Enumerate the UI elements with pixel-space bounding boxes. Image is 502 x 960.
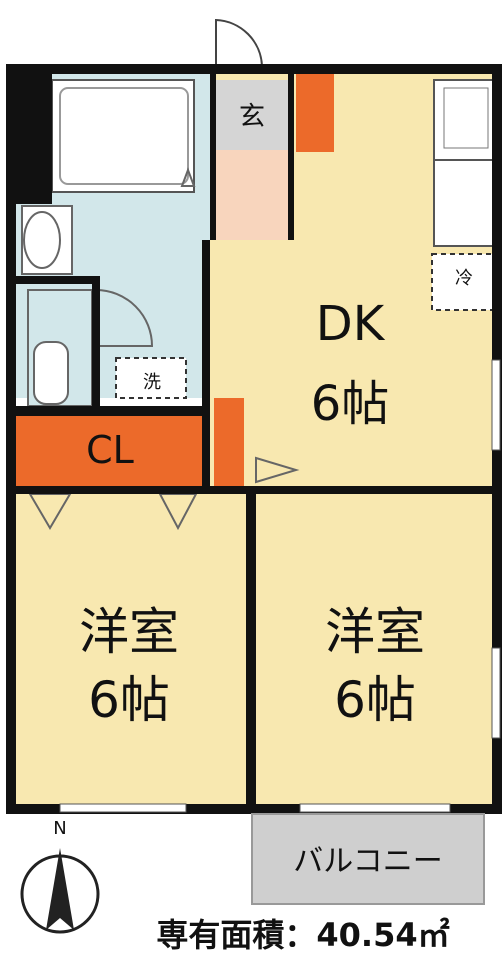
balcony bbox=[251, 813, 485, 905]
entrance-label: 玄 bbox=[238, 102, 265, 132]
entrance-door-swing bbox=[215, 18, 263, 68]
washer-label: 洗 bbox=[143, 372, 161, 393]
closet bbox=[14, 416, 210, 488]
north-label: N bbox=[53, 818, 67, 839]
closet-label: CL bbox=[86, 428, 134, 472]
north-compass-icon bbox=[20, 848, 100, 934]
fridge-space bbox=[431, 253, 495, 311]
kitchen-counter bbox=[433, 79, 497, 247]
dk-size: 6帖 bbox=[310, 376, 390, 432]
fridge-label: 冷 bbox=[455, 268, 473, 289]
east-room-size: 6帖 bbox=[334, 671, 416, 729]
dk-name: DK bbox=[315, 296, 385, 352]
entrance-floor bbox=[210, 80, 294, 150]
west-room-size: 6帖 bbox=[88, 671, 170, 729]
floor-area: 専有面積：40.54㎡ bbox=[156, 916, 450, 954]
west-bedroom bbox=[14, 494, 246, 806]
bathtub bbox=[51, 79, 195, 193]
washer-space bbox=[115, 357, 187, 399]
east-room-name: 洋室 bbox=[325, 603, 425, 661]
entry-hall bbox=[210, 150, 294, 240]
east-bedroom bbox=[256, 494, 494, 806]
west-room-name: 洋室 bbox=[79, 603, 179, 661]
balcony-label: バルコニー bbox=[293, 844, 443, 879]
